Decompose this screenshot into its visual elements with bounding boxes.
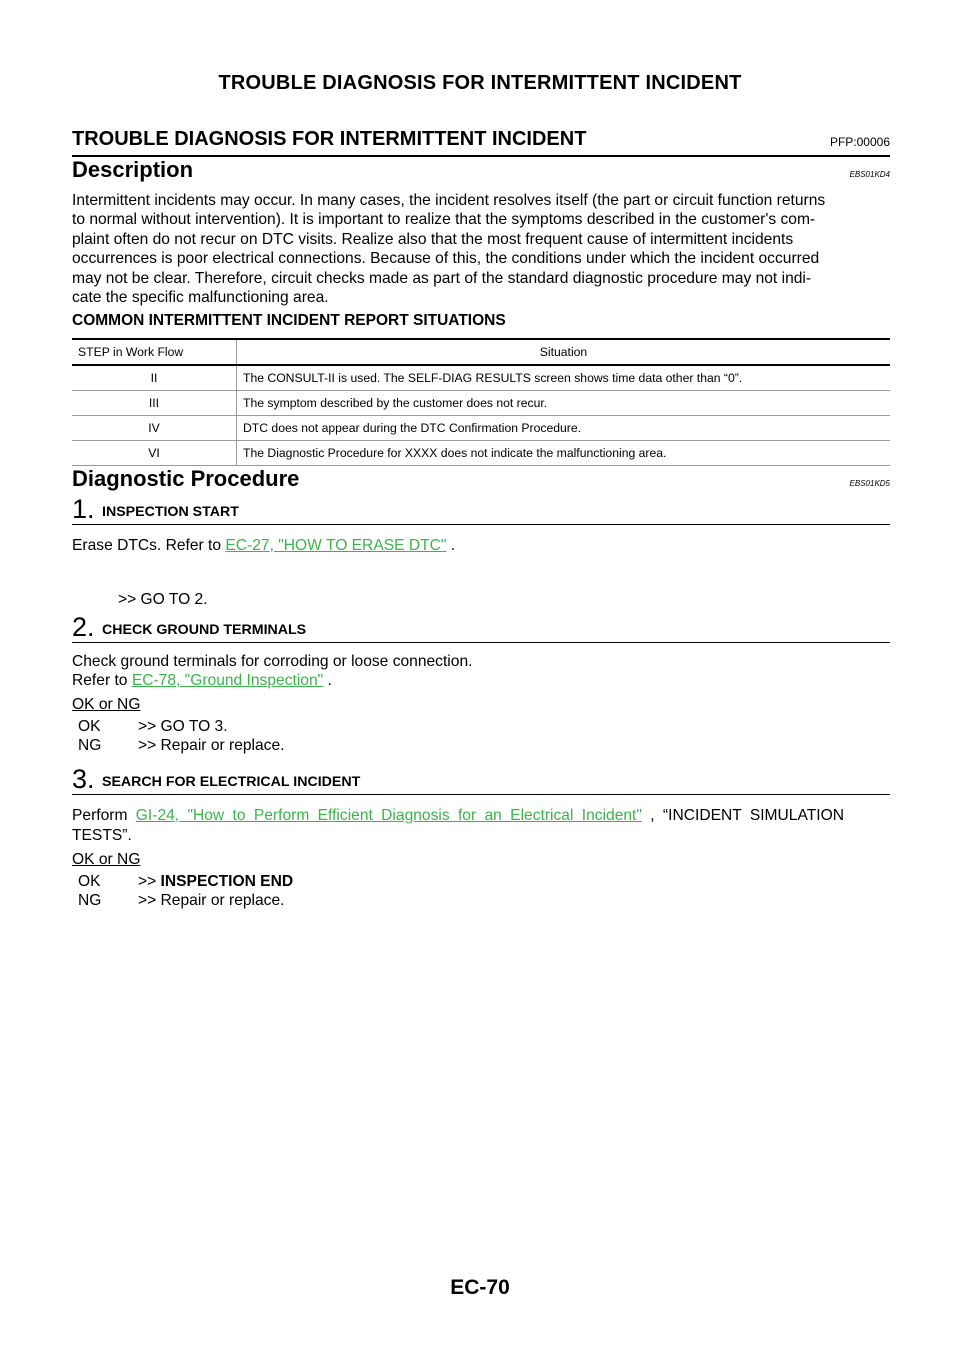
- section-title-text: TROUBLE DIAGNOSIS FOR INTERMITTENT INCID…: [72, 128, 587, 150]
- step-2-instruction: Check ground terminals for corroding or …: [72, 653, 473, 670]
- column-header-step: STEP in Work Flow: [72, 339, 237, 366]
- result-prefix: >>: [138, 873, 161, 890]
- situation-cell: DTC does not appear during the DTC Confi…: [236, 415, 890, 441]
- step-3-instruction-cont: TESTS”.: [72, 827, 132, 844]
- procedure-heading-text: Diagnostic Procedure: [72, 466, 300, 491]
- report-heading: COMMON INTERMITTENT INCIDENT REPORT SITU…: [72, 312, 506, 329]
- result-key: OK: [78, 873, 101, 890]
- step-2-ok-ng: OK or NG: [72, 696, 141, 713]
- description-code: EBS01KD4: [849, 170, 890, 179]
- description-line: occurrences is poor electrical connectio…: [72, 250, 820, 268]
- step-cell: II: [72, 365, 237, 391]
- table-row: IV DTC does not appear during the DTC Co…: [72, 415, 890, 441]
- step-2-ng-result: NG >> Repair or replace.: [78, 736, 285, 755]
- step-title: CHECK GROUND TERMINALS: [102, 622, 307, 638]
- situations-table: STEP in Work Flow Situation II The CONSU…: [72, 338, 890, 466]
- step-title: SEARCH FOR ELECTRICAL INCIDENT: [102, 774, 361, 790]
- table-row: VI The Diagnostic Procedure for XXXX doe…: [72, 440, 890, 466]
- running-header: TROUBLE DIAGNOSIS FOR INTERMITTENT INCID…: [218, 72, 742, 94]
- procedure-code: EBS01KD5: [849, 479, 890, 488]
- step-2-header: 2. CHECK GROUND TERMINALS: [72, 612, 890, 643]
- description-line: Intermittent incidents may occur. In man…: [72, 192, 826, 209]
- step-3-ok-ng: OK or NG: [72, 851, 141, 868]
- table-row: III The symptom described by the custome…: [72, 390, 890, 416]
- step-1-goto: >> GO TO 2.: [118, 591, 208, 608]
- description-paragraph: Intermittent incidents may occur. In man…: [72, 191, 890, 307]
- step-cell: IV: [72, 415, 237, 441]
- result-value: >> GO TO 3.: [138, 718, 228, 735]
- description-line: may not be clear. Therefore, circuit che…: [72, 269, 812, 287]
- step-2-refer: Refer to EC-78, "Ground Inspection" .: [72, 672, 332, 689]
- step-1-header: 1. INSPECTION START: [72, 494, 890, 525]
- result-key: OK: [78, 718, 101, 735]
- procedure-heading: Diagnostic Procedure EBS01KD5: [72, 466, 890, 492]
- step-number: 3.: [72, 764, 95, 794]
- link-gi-24[interactable]: GI-24, "How to Perform Efficient Diagnos…: [135, 807, 642, 824]
- description-line: plaint often do not recur on DTC visits.…: [72, 230, 794, 248]
- situation-cell: The symptom described by the customer do…: [236, 390, 890, 416]
- step-title: INSPECTION START: [102, 504, 239, 520]
- description-heading: Description EBS01KD4: [72, 157, 890, 183]
- description-line: cate the specific malfunctioning area.: [72, 289, 329, 307]
- description-line: to normal without intervention). It is i…: [72, 211, 816, 229]
- step-3-header: 3. SEARCH FOR ELECTRICAL INCIDENT: [72, 764, 890, 795]
- result-key: NG: [78, 737, 102, 754]
- step-3-ok-result: OK >> INSPECTION END: [78, 872, 293, 891]
- step-number: 1.: [72, 494, 95, 524]
- step-1-instruction: Erase DTCs. Refer to EC-27, "HOW TO ERAS…: [72, 537, 456, 554]
- table-header-row: STEP in Work Flow Situation: [72, 339, 890, 366]
- pfp-code: PFP:00006: [829, 135, 890, 149]
- result-value: INSPECTION END: [160, 873, 294, 890]
- link-ec-78[interactable]: EC-78, "Ground Inspection": [131, 672, 324, 689]
- step-3-ng-result: NG >> Repair or replace.: [78, 891, 285, 910]
- table-row: II The CONSULT-II is used. The SELF-DIAG…: [72, 365, 890, 391]
- description-heading-text: Description: [72, 157, 194, 182]
- section-title: TROUBLE DIAGNOSIS FOR INTERMITTENT INCID…: [72, 128, 890, 157]
- column-header-situation: Situation: [236, 339, 890, 366]
- step-cell: III: [72, 390, 237, 416]
- step-2-ok-result: OK >> GO TO 3.: [78, 717, 228, 736]
- page-number: EC-70: [450, 1276, 510, 1299]
- result-key: NG: [78, 892, 102, 909]
- result-value: >> Repair or replace.: [138, 892, 285, 909]
- step-3-instruction: Perform GI-24, "How to Perform Efficient…: [72, 807, 844, 824]
- step-cell: VI: [72, 440, 237, 466]
- situation-cell: The CONSULT-II is used. The SELF-DIAG RE…: [236, 365, 890, 391]
- situation-cell: The Diagnostic Procedure for XXXX does n…: [236, 440, 890, 466]
- link-ec-27[interactable]: EC-27, "HOW TO ERASE DTC": [225, 537, 447, 554]
- result-value: >> Repair or replace.: [138, 737, 285, 754]
- step-number: 2.: [72, 612, 95, 642]
